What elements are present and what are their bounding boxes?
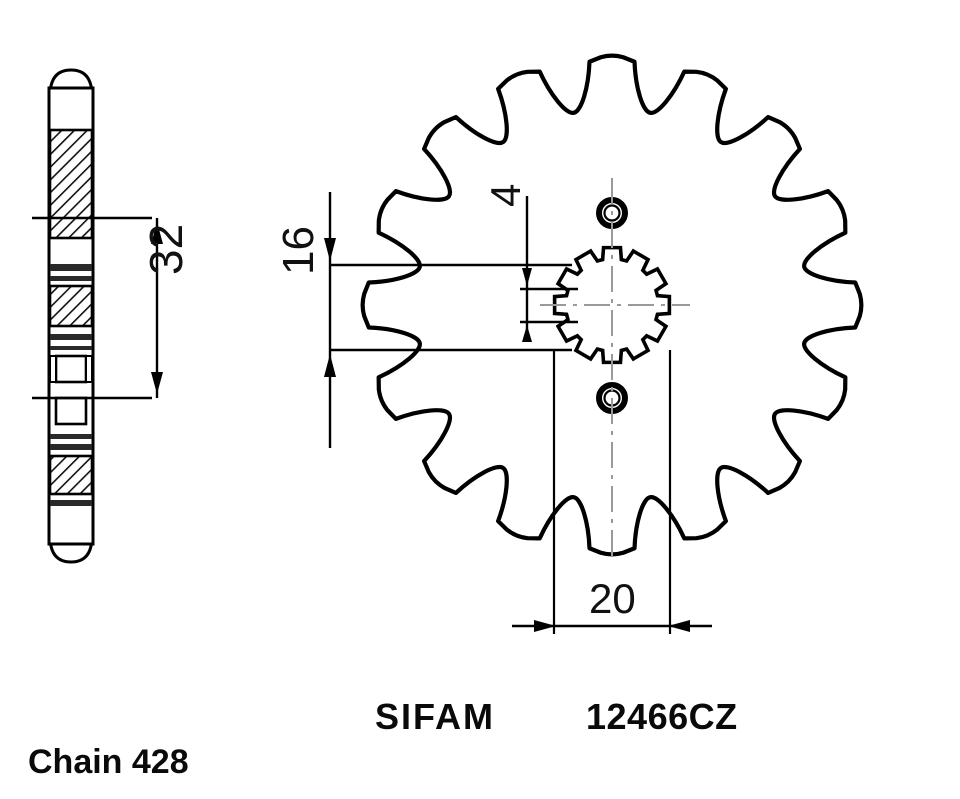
dimension-4-group xyxy=(520,196,578,342)
section-hatch-mid-upper-border xyxy=(48,284,94,328)
hub-spline-bore xyxy=(552,245,672,365)
section-band-3a xyxy=(50,434,92,439)
brand-label: SIFAM xyxy=(375,696,496,737)
section-band-1a xyxy=(50,264,92,271)
dimension-20-group xyxy=(512,350,712,634)
dimension-20-arrow-left xyxy=(534,620,556,632)
section-roller-upper xyxy=(54,354,88,384)
section-hatch-mid-upper xyxy=(50,286,92,326)
section-band-2b xyxy=(50,346,92,350)
section-hatch-mid-lower-border xyxy=(48,454,94,496)
section-hatch-upper-border xyxy=(48,128,94,240)
dimension-16-arrow-bottom xyxy=(324,354,336,377)
dimension-32-arrow-bottom xyxy=(151,372,163,394)
dimension-label-32: 32 xyxy=(140,223,192,275)
section-roller-upper-right xyxy=(85,355,93,383)
section-band-1b xyxy=(50,276,92,281)
dimension-4-arrow-top xyxy=(522,268,532,286)
side-view-bottom-cap xyxy=(48,535,94,564)
dimension-16-group xyxy=(324,192,572,448)
section-band-2a xyxy=(50,334,92,340)
side-view-sections xyxy=(48,128,94,506)
dimension-16-arrow-top xyxy=(324,238,336,261)
dimension-label-20: 20 xyxy=(589,575,636,622)
dimension-4-arrow-bottom xyxy=(522,325,532,342)
section-band-4 xyxy=(50,500,92,506)
dimension-label-16: 16 xyxy=(274,226,323,275)
centerlines-group xyxy=(540,178,690,560)
part-number-label: 12466CZ xyxy=(586,696,738,737)
side-view-top-cap xyxy=(48,68,94,97)
sprocket-front-view xyxy=(324,53,864,634)
section-roller-lower xyxy=(54,396,88,426)
dimension-20-arrow-right xyxy=(668,620,690,632)
dimension-32-group xyxy=(151,218,163,398)
section-band-3b xyxy=(50,444,92,450)
chain-spec-label: Chain 428 xyxy=(28,743,189,781)
dimension-label-4: 4 xyxy=(482,183,529,207)
section-hatch-mid-lower xyxy=(50,456,92,494)
dimension-32-arrow-top xyxy=(151,222,163,244)
chain-side-section-view xyxy=(32,68,163,564)
section-roller-upper-left xyxy=(49,355,57,383)
section-hatch-upper xyxy=(50,130,92,238)
